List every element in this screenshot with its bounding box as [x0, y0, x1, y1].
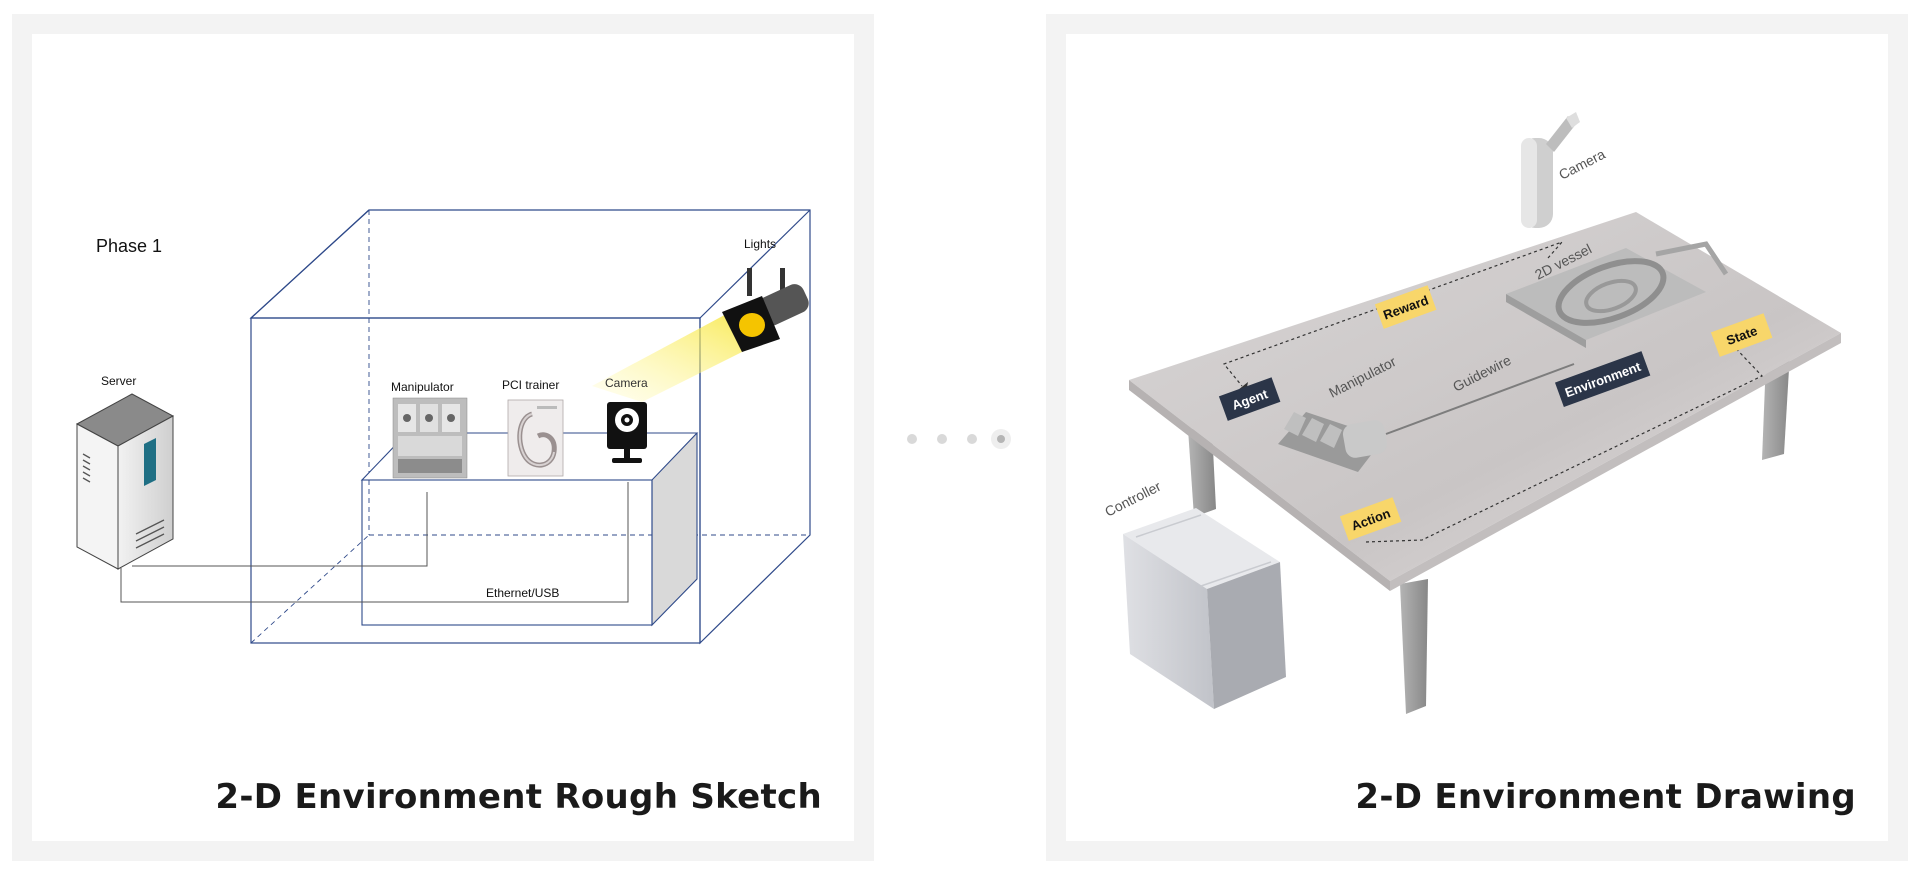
- slide-environment-drawing: Controller Camera 2D vessel: [1046, 14, 1908, 861]
- carousel-pager: [905, 427, 1015, 451]
- vessel-phantom: [1506, 241, 1729, 348]
- phase-label: Phase 1: [96, 236, 162, 256]
- pci-trainer-image: [507, 399, 564, 477]
- sketch-canvas: Phase 1: [32, 34, 854, 841]
- manipulator-device: [1278, 412, 1388, 472]
- lights-label: Lights: [744, 237, 776, 251]
- slide-caption: 2-D Environment Drawing: [1355, 777, 1856, 817]
- light-beam: [592, 311, 774, 402]
- guidewire: [1385, 363, 1575, 435]
- ethernet-usb-cables: [120, 482, 629, 603]
- camera-label: Camera: [605, 376, 648, 390]
- state-tag: State: [1710, 313, 1773, 357]
- webcam-icon: [607, 402, 647, 463]
- connection-label: Ethernet/USB: [486, 586, 559, 600]
- controller-cabinet: [1123, 508, 1286, 709]
- enclosure-box: [249, 209, 811, 645]
- overhead-camera: [1521, 112, 1580, 228]
- camera-label: Camera: [1556, 146, 1608, 183]
- pager-dot-1[interactable]: [907, 434, 917, 444]
- manipulator-label: Manipulator: [391, 380, 454, 394]
- slide-rough-sketch: Phase 1: [12, 14, 874, 861]
- manipulator-image: [392, 397, 468, 479]
- rough-sketch-diagram: Phase 1: [75, 209, 811, 645]
- server-label: Server: [101, 374, 136, 388]
- server-icon: [75, 393, 175, 570]
- spotlight-icon: [722, 268, 809, 352]
- pager-dot-3[interactable]: [967, 434, 977, 444]
- slide-caption: 2-D Environment Rough Sketch: [215, 777, 822, 817]
- pci-trainer-label: PCI trainer: [502, 378, 559, 392]
- pager-dot-2[interactable]: [937, 434, 947, 444]
- pager-dot-4-active[interactable]: [991, 429, 1011, 449]
- environment-drawing: Controller Camera 2D vessel: [1102, 112, 1841, 714]
- controller-label: Controller: [1102, 478, 1164, 520]
- drawing-canvas: Controller Camera 2D vessel: [1066, 34, 1888, 841]
